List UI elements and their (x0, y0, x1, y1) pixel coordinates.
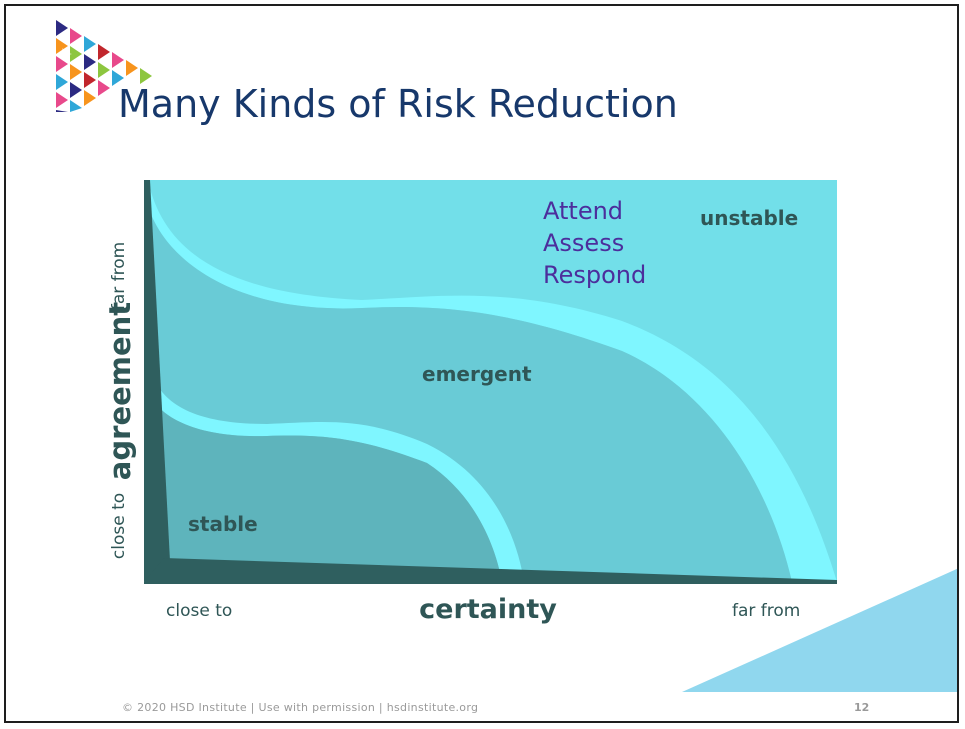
slide-title: Many Kinds of Risk Reduction (118, 82, 678, 126)
slide: Many Kinds of Risk Reduction unstable em… (4, 4, 959, 723)
y-axis-label: agreement (103, 302, 137, 480)
stacey-matrix-diagram: unstable emergent stable Attend Assess R… (103, 180, 837, 625)
emergent-label: emergent (422, 362, 532, 386)
action-attend: Attend (543, 197, 623, 225)
action-assess: Assess (543, 229, 624, 257)
inner-boundary-band (152, 374, 524, 582)
hsd-logo-icon (56, 20, 152, 112)
action-respond: Respond (543, 261, 646, 289)
y-axis-wedge (144, 180, 170, 582)
x-axis-wedge (144, 558, 837, 584)
y-axis-near-label: close to (109, 493, 129, 559)
footer-copyright: © 2020 HSD Institute | Use with permissi… (122, 701, 479, 714)
stable-label: stable (188, 512, 258, 536)
outer-boundary-band (148, 180, 837, 582)
x-axis-near-label: close to (166, 601, 232, 621)
stable-zone (148, 398, 502, 582)
corner-triangle-decoration (682, 568, 957, 692)
page-number: 12 (854, 701, 870, 714)
x-axis-far-label: far from (732, 601, 800, 621)
unstable-label: unstable (700, 206, 798, 230)
y-axis-far-label: far from (109, 242, 129, 310)
x-axis-label: certainty (419, 594, 557, 625)
